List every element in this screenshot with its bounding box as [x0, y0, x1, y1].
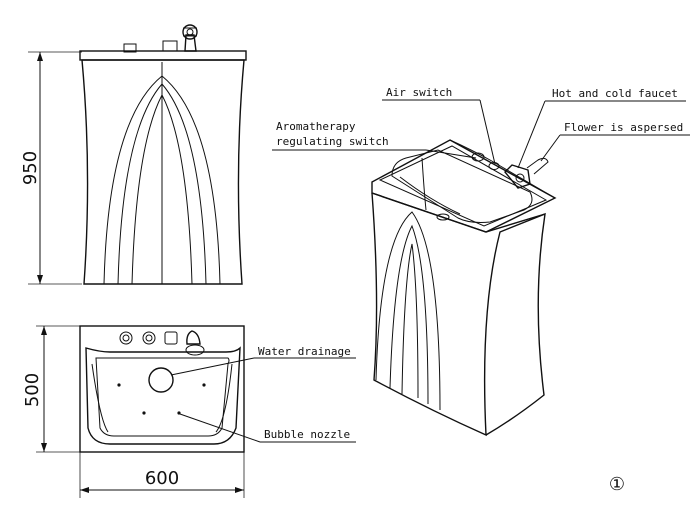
hot-cold-faucet-label: Hot and cold faucet — [552, 87, 678, 100]
aromatherapy-label-line2: regulating switch — [276, 135, 389, 148]
aromatherapy-label-line1: Aromatherapy — [276, 120, 356, 133]
isometric-view: Air switch Hot and cold faucet Aromather… — [272, 86, 690, 437]
bubble-nozzle-label: Bubble nozzle — [264, 428, 350, 441]
air-switch-label: Air switch — [386, 86, 452, 99]
figure-number: ① — [609, 474, 625, 495]
top-view: 500 600 Water drainage — [22, 325, 356, 498]
front-view: 950 — [20, 24, 247, 285]
dimension-width-label: 600 — [145, 468, 179, 489]
flower-aspersed-label: Flower is aspersed — [564, 121, 683, 134]
dimension-depth-label: 500 — [22, 373, 43, 407]
water-drainage-label: Water drainage — [258, 345, 351, 358]
dimension-height-label: 950 — [20, 151, 41, 185]
